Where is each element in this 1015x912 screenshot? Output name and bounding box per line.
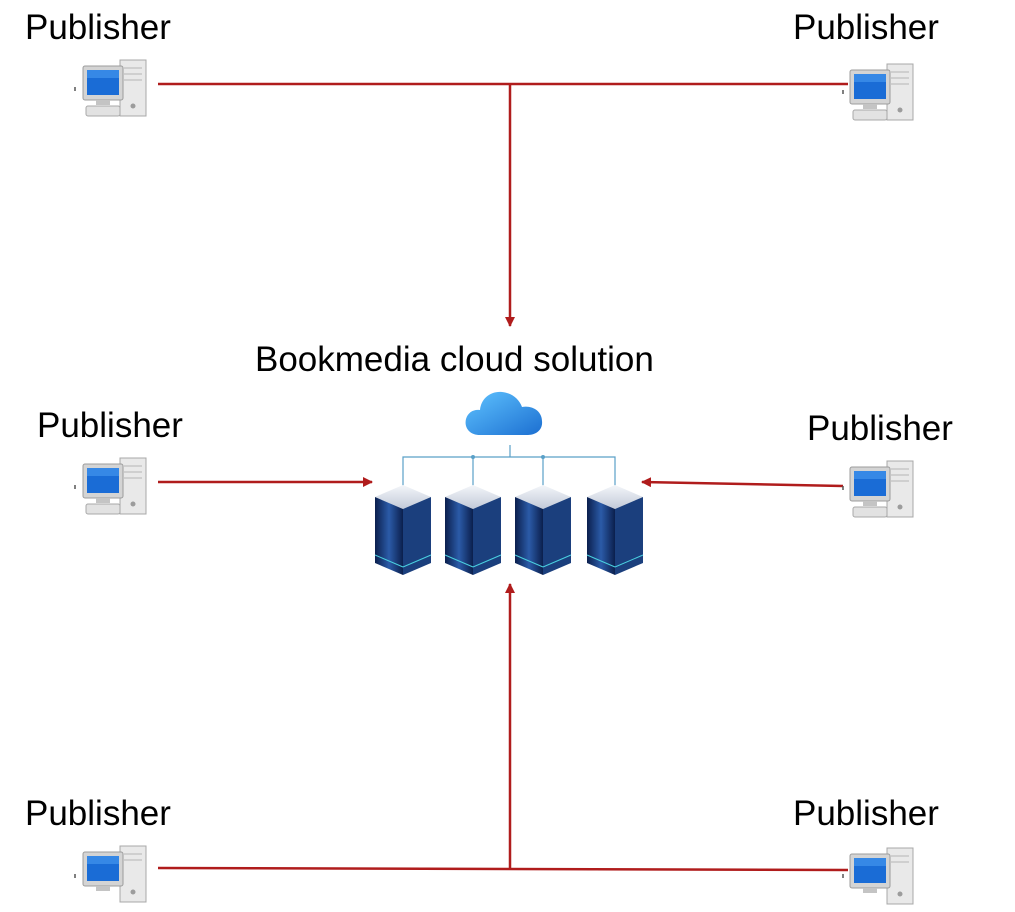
- desktop-computer-icon: [845, 455, 925, 525]
- mid-right-arrow: [641, 477, 844, 488]
- publisher-label-mid-left: Publisher: [37, 406, 183, 445]
- publisher-label-mid-right: Publisher: [807, 409, 953, 448]
- desktop-computer-icon: [78, 452, 158, 522]
- diagram-title: Bookmedia cloud solution: [255, 340, 654, 379]
- publisher-label-bottom-left: Publisher: [25, 794, 171, 833]
- bottom-bus-line: [157, 866, 849, 872]
- desktop-computer-icon: [845, 842, 925, 912]
- cloud-icon: [462, 385, 552, 441]
- server-rack-icon: [365, 445, 655, 590]
- desktop-computer-icon: [78, 54, 158, 124]
- publisher-label-top-left: Publisher: [25, 8, 171, 47]
- desktop-computer-icon: [78, 840, 158, 910]
- desktop-computer-icon: [845, 58, 925, 128]
- publisher-label-top-right: Publisher: [793, 8, 939, 47]
- publisher-label-bottom-right: Publisher: [793, 794, 939, 833]
